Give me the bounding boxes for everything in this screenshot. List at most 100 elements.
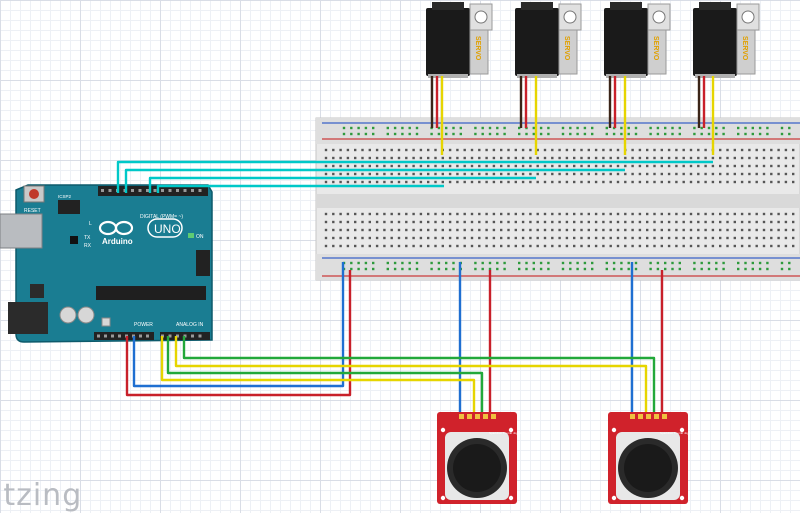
- breadboard-hole: [448, 220, 452, 224]
- joystick1-y-wire[interactable]: [166, 336, 484, 420]
- breadboard-hole: [671, 126, 674, 130]
- tx-led-label: TX: [84, 235, 91, 241]
- breadboard-hole: [591, 132, 594, 136]
- joystick2-x-wire[interactable]: [174, 336, 648, 420]
- breadboard-hole: [780, 261, 784, 265]
- breadboard-hole: [751, 261, 754, 265]
- breadboard-hole: [792, 164, 795, 168]
- servo-motor-2[interactable]: SERVO: [515, 2, 582, 78]
- breadboard-hole: [332, 244, 335, 248]
- breadboard-hole: [561, 261, 565, 265]
- breadboard-hole: [646, 236, 649, 240]
- breadboard-hole: [573, 164, 576, 168]
- breadboard-hole: [405, 244, 408, 248]
- breadboard-hole: [496, 267, 499, 271]
- breadboard-hole: [587, 172, 590, 176]
- arduino-uno-board[interactable]: RESET ICSP2 DIGITAL (PWM= ~) L TX RX Ard…: [0, 184, 213, 343]
- breadboard-hole: [481, 261, 484, 265]
- mount-hole: [508, 495, 514, 501]
- breadboard-hole: [762, 172, 766, 176]
- breadboard-hole: [733, 212, 736, 216]
- breadboard-hole: [448, 228, 452, 232]
- signal-wire-servo1[interactable]: [156, 184, 444, 193]
- breadboard-holes: [324, 126, 795, 271]
- breadboard-hole: [485, 236, 488, 240]
- breadboard-hole: [529, 156, 532, 160]
- servo-motor-4[interactable]: SERVO: [693, 2, 760, 78]
- breadboard-hole: [452, 132, 455, 136]
- signal-wire-servo3[interactable]: [124, 168, 625, 193]
- breadboard-hole: [445, 261, 448, 265]
- breadboard-hole: [463, 172, 466, 176]
- power-wire-arduino[interactable]: [125, 270, 352, 397]
- breadboard-hole: [514, 148, 517, 152]
- joystick-thumb-icon[interactable]: [453, 444, 501, 492]
- breadboard-hole: [667, 148, 671, 152]
- breadboard-hole: [653, 156, 656, 160]
- joystick-pin: [483, 414, 488, 419]
- joystick-label: SparkFun Thumb Joystick: [660, 431, 695, 435]
- breadboard-hole: [693, 267, 696, 271]
- breadboard-hole: [390, 156, 393, 160]
- breadboard-hole: [434, 228, 437, 232]
- servo-top: [610, 2, 642, 10]
- breadboard-hole: [587, 156, 590, 160]
- joystick-module-1[interactable]: SparkFun Thumb Joystick: [437, 412, 524, 504]
- servo-motor-1[interactable]: SERVO: [426, 2, 493, 78]
- reset-button-cap[interactable]: [29, 189, 39, 199]
- servo-motor-3[interactable]: SERVO: [604, 2, 671, 78]
- breadboard-hole: [543, 220, 547, 224]
- breadboard-hole: [697, 172, 700, 176]
- breadboard-hole: [456, 212, 459, 216]
- breadboard-hole: [634, 126, 638, 130]
- breadboard-hole: [434, 180, 437, 184]
- breadboard-hole: [707, 261, 711, 265]
- breadboard-hole: [427, 148, 430, 152]
- mount-hole: [679, 495, 685, 501]
- breadboard-hole: [434, 244, 437, 248]
- breadboard-hole: [397, 236, 401, 240]
- breadboard-hole: [441, 236, 444, 240]
- breadboard-hole: [667, 220, 671, 224]
- breadboard-hole: [649, 261, 652, 265]
- joystick2-y-wire[interactable]: [182, 336, 656, 420]
- ground-wire-arduino[interactable]: [132, 262, 345, 388]
- breadboard-hole: [448, 212, 452, 216]
- breadboard-hole: [518, 132, 521, 136]
- breadboard-hole: [580, 220, 583, 224]
- breadboard-hole: [733, 228, 736, 232]
- breadboard-hole: [638, 228, 642, 232]
- breadboard-hole: [733, 148, 736, 152]
- breadboard-hole: [437, 267, 441, 271]
- breadboard-hole: [543, 164, 547, 168]
- breadboard-hole: [770, 164, 773, 168]
- breadboard-hole: [558, 236, 561, 240]
- signal-wire-servo2[interactable]: [148, 176, 536, 193]
- breadboard-hole: [375, 228, 379, 232]
- breadboard-hole: [587, 180, 590, 184]
- breadboard-hole: [470, 164, 474, 168]
- on-label: ON: [196, 234, 204, 240]
- breadboard-hole: [711, 172, 715, 176]
- power-pin: [104, 334, 107, 338]
- breadboard-hole: [500, 164, 503, 168]
- breadboard-hole: [514, 156, 517, 160]
- joystick-thumb-icon[interactable]: [624, 444, 672, 492]
- joystick-module-2[interactable]: SparkFun Thumb Joystick: [608, 412, 695, 504]
- breadboard-hole: [792, 180, 795, 184]
- breadboard-hole: [770, 236, 773, 240]
- breadboard-hole: [405, 148, 408, 152]
- breadboard-hole: [434, 212, 437, 216]
- breadboard-hole: [393, 126, 397, 130]
- breadboard-hole: [792, 220, 795, 224]
- breadboard-hole: [521, 164, 525, 168]
- signal-wire-servo4[interactable]: [116, 160, 713, 193]
- breadboard-hole: [339, 228, 342, 232]
- breadboard-hole: [646, 212, 649, 216]
- breadboard-hole: [634, 267, 638, 271]
- joystick1-x-wire[interactable]: [160, 336, 476, 420]
- breadboard-hole: [726, 244, 729, 248]
- breadboard-hole: [488, 132, 492, 136]
- breadboard-hole: [733, 180, 736, 184]
- breadboard-hole: [704, 156, 707, 160]
